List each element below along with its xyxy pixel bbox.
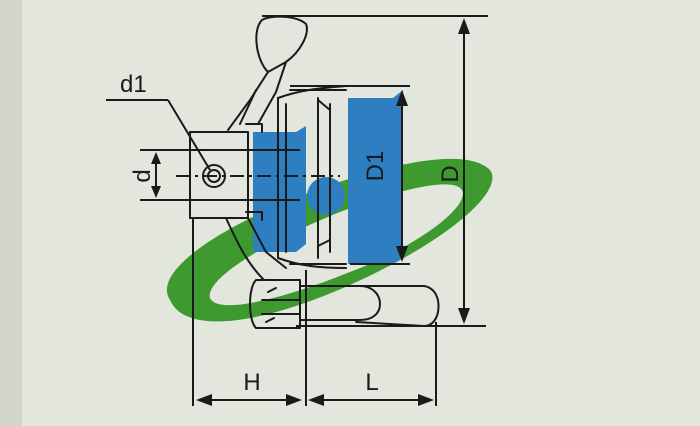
hub-top-step xyxy=(245,123,263,133)
blue-block-right xyxy=(348,90,403,264)
D1-arrow-top xyxy=(396,90,408,106)
d-arrow-top xyxy=(151,152,161,164)
spoke-upper-line xyxy=(239,89,257,125)
handle-neck xyxy=(299,285,381,321)
arrowheads xyxy=(151,18,470,406)
bore-left xyxy=(277,97,287,259)
D-arrow-bottom xyxy=(458,308,470,324)
left-shade xyxy=(0,0,22,426)
label-L: L xyxy=(365,369,378,396)
spoke-lower-inner xyxy=(247,217,287,269)
handle-lines xyxy=(261,299,301,315)
D-arrow-top xyxy=(458,18,470,34)
H-arrow-right xyxy=(286,394,302,406)
H-arrow-left xyxy=(196,394,212,406)
label-D: D xyxy=(437,165,464,182)
hub-bottom-step xyxy=(245,211,263,221)
handle-base xyxy=(249,279,301,329)
dimension-lines xyxy=(106,15,488,406)
d1-leader xyxy=(167,99,211,171)
d-arrow-bottom xyxy=(151,186,161,198)
label-H: H xyxy=(243,369,260,396)
spoke-upper-outer xyxy=(227,71,269,131)
blue-circle xyxy=(307,177,345,215)
bore-inner xyxy=(317,97,331,259)
L-arrow-right xyxy=(418,394,434,406)
bore-chamfer xyxy=(317,99,331,247)
label-d1: d1 xyxy=(120,71,147,98)
blue-blocks xyxy=(253,90,403,264)
label-d: d xyxy=(129,169,156,182)
D1-arrow-bottom xyxy=(396,246,408,262)
L-arrow-left xyxy=(308,394,324,406)
spoke-lower-outer xyxy=(225,217,265,281)
label-D1: D1 xyxy=(362,151,389,182)
bore-caps xyxy=(289,89,347,265)
handle-hatch xyxy=(265,287,277,323)
spoke-upper-inner xyxy=(257,61,287,125)
blue-block-left xyxy=(253,126,306,252)
